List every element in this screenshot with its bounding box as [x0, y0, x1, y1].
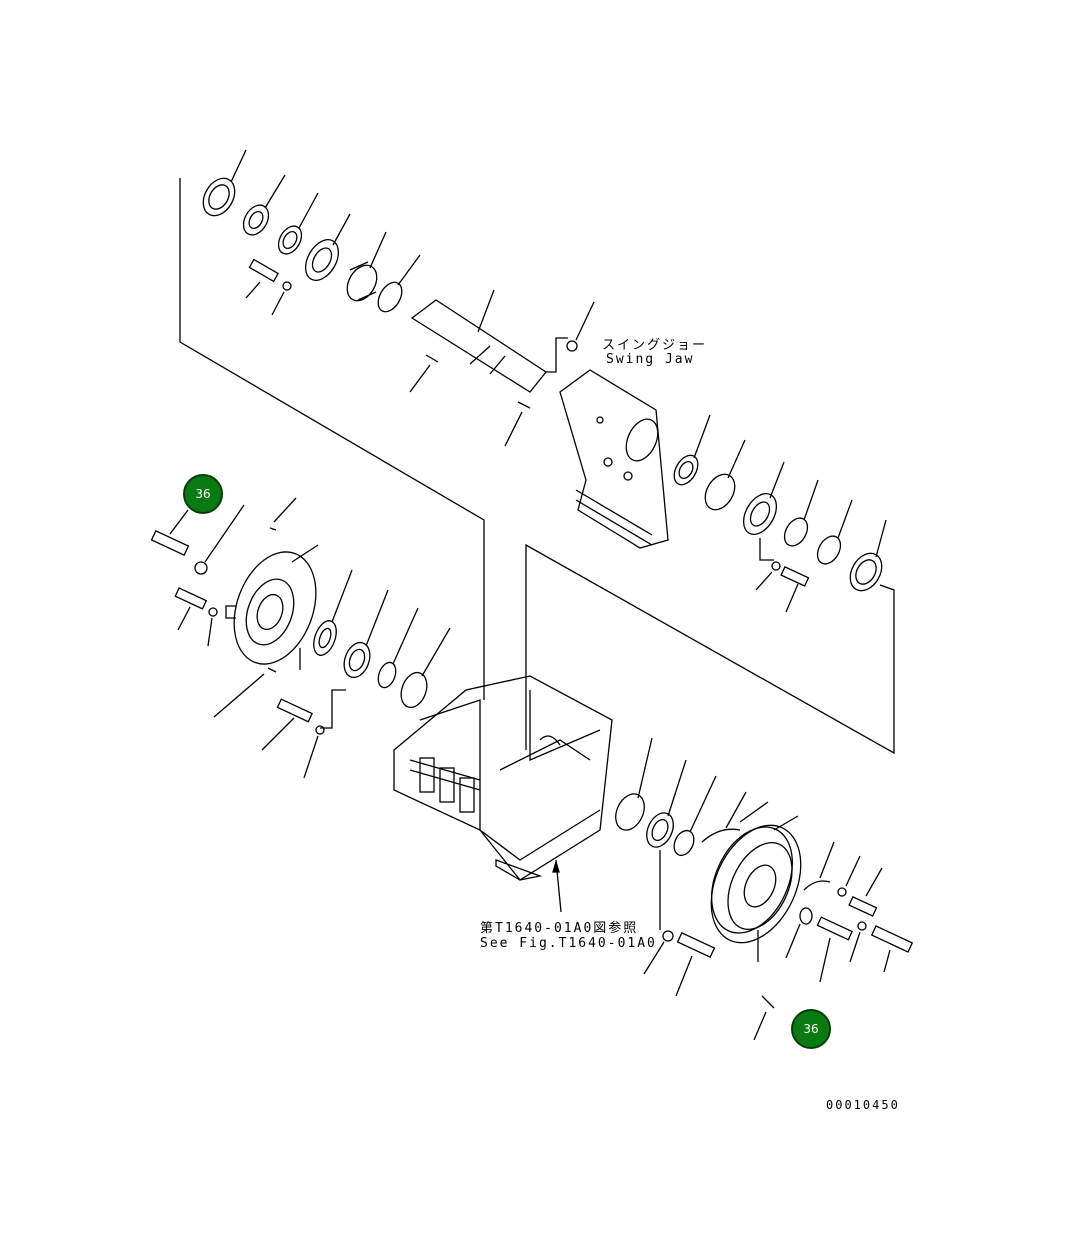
right-ring-5	[646, 812, 674, 848]
group-bracket-right	[525, 543, 895, 755]
left-flywheel	[233, 551, 317, 665]
top-ring-4	[377, 281, 403, 313]
reference-label-en: See Fig.T1640-01A0	[480, 936, 657, 951]
right-spacer	[704, 473, 736, 511]
top-ring-2	[242, 204, 270, 236]
swing-jaw-label-jp: スイングジョー	[602, 338, 708, 353]
reference-label-jp: 第T1640-01A0図参照	[480, 921, 639, 936]
right-ring-4	[849, 552, 883, 592]
swing-jaw	[559, 369, 669, 549]
part-callout-badge-right[interactable]: 36	[791, 1009, 831, 1049]
right-ring-3	[816, 535, 842, 565]
top-ring-3	[277, 225, 303, 255]
top-spacer	[346, 261, 378, 302]
right-spacer-2	[615, 793, 645, 831]
right-flywheel	[710, 824, 802, 944]
top-bolt	[248, 258, 280, 283]
group-bracket-top	[179, 178, 485, 700]
top-bearing-1	[304, 239, 340, 281]
left-spacer	[400, 671, 428, 709]
figure-number: 00010450	[826, 1098, 900, 1112]
right-ring-6	[673, 829, 695, 857]
top-ring-1	[202, 177, 236, 217]
left-ring-1	[313, 620, 337, 656]
eccentric-shaft	[410, 299, 547, 393]
left-ring-3	[377, 661, 397, 689]
swing-jaw-label-en: Swing Jaw	[606, 352, 695, 367]
right-ring-1	[673, 454, 699, 486]
right-ring-2	[783, 517, 809, 547]
right-bearing	[742, 493, 778, 535]
left-ring-2	[343, 641, 371, 679]
part-callout-badge-left[interactable]: 36	[183, 474, 223, 514]
main-frame	[393, 675, 613, 881]
